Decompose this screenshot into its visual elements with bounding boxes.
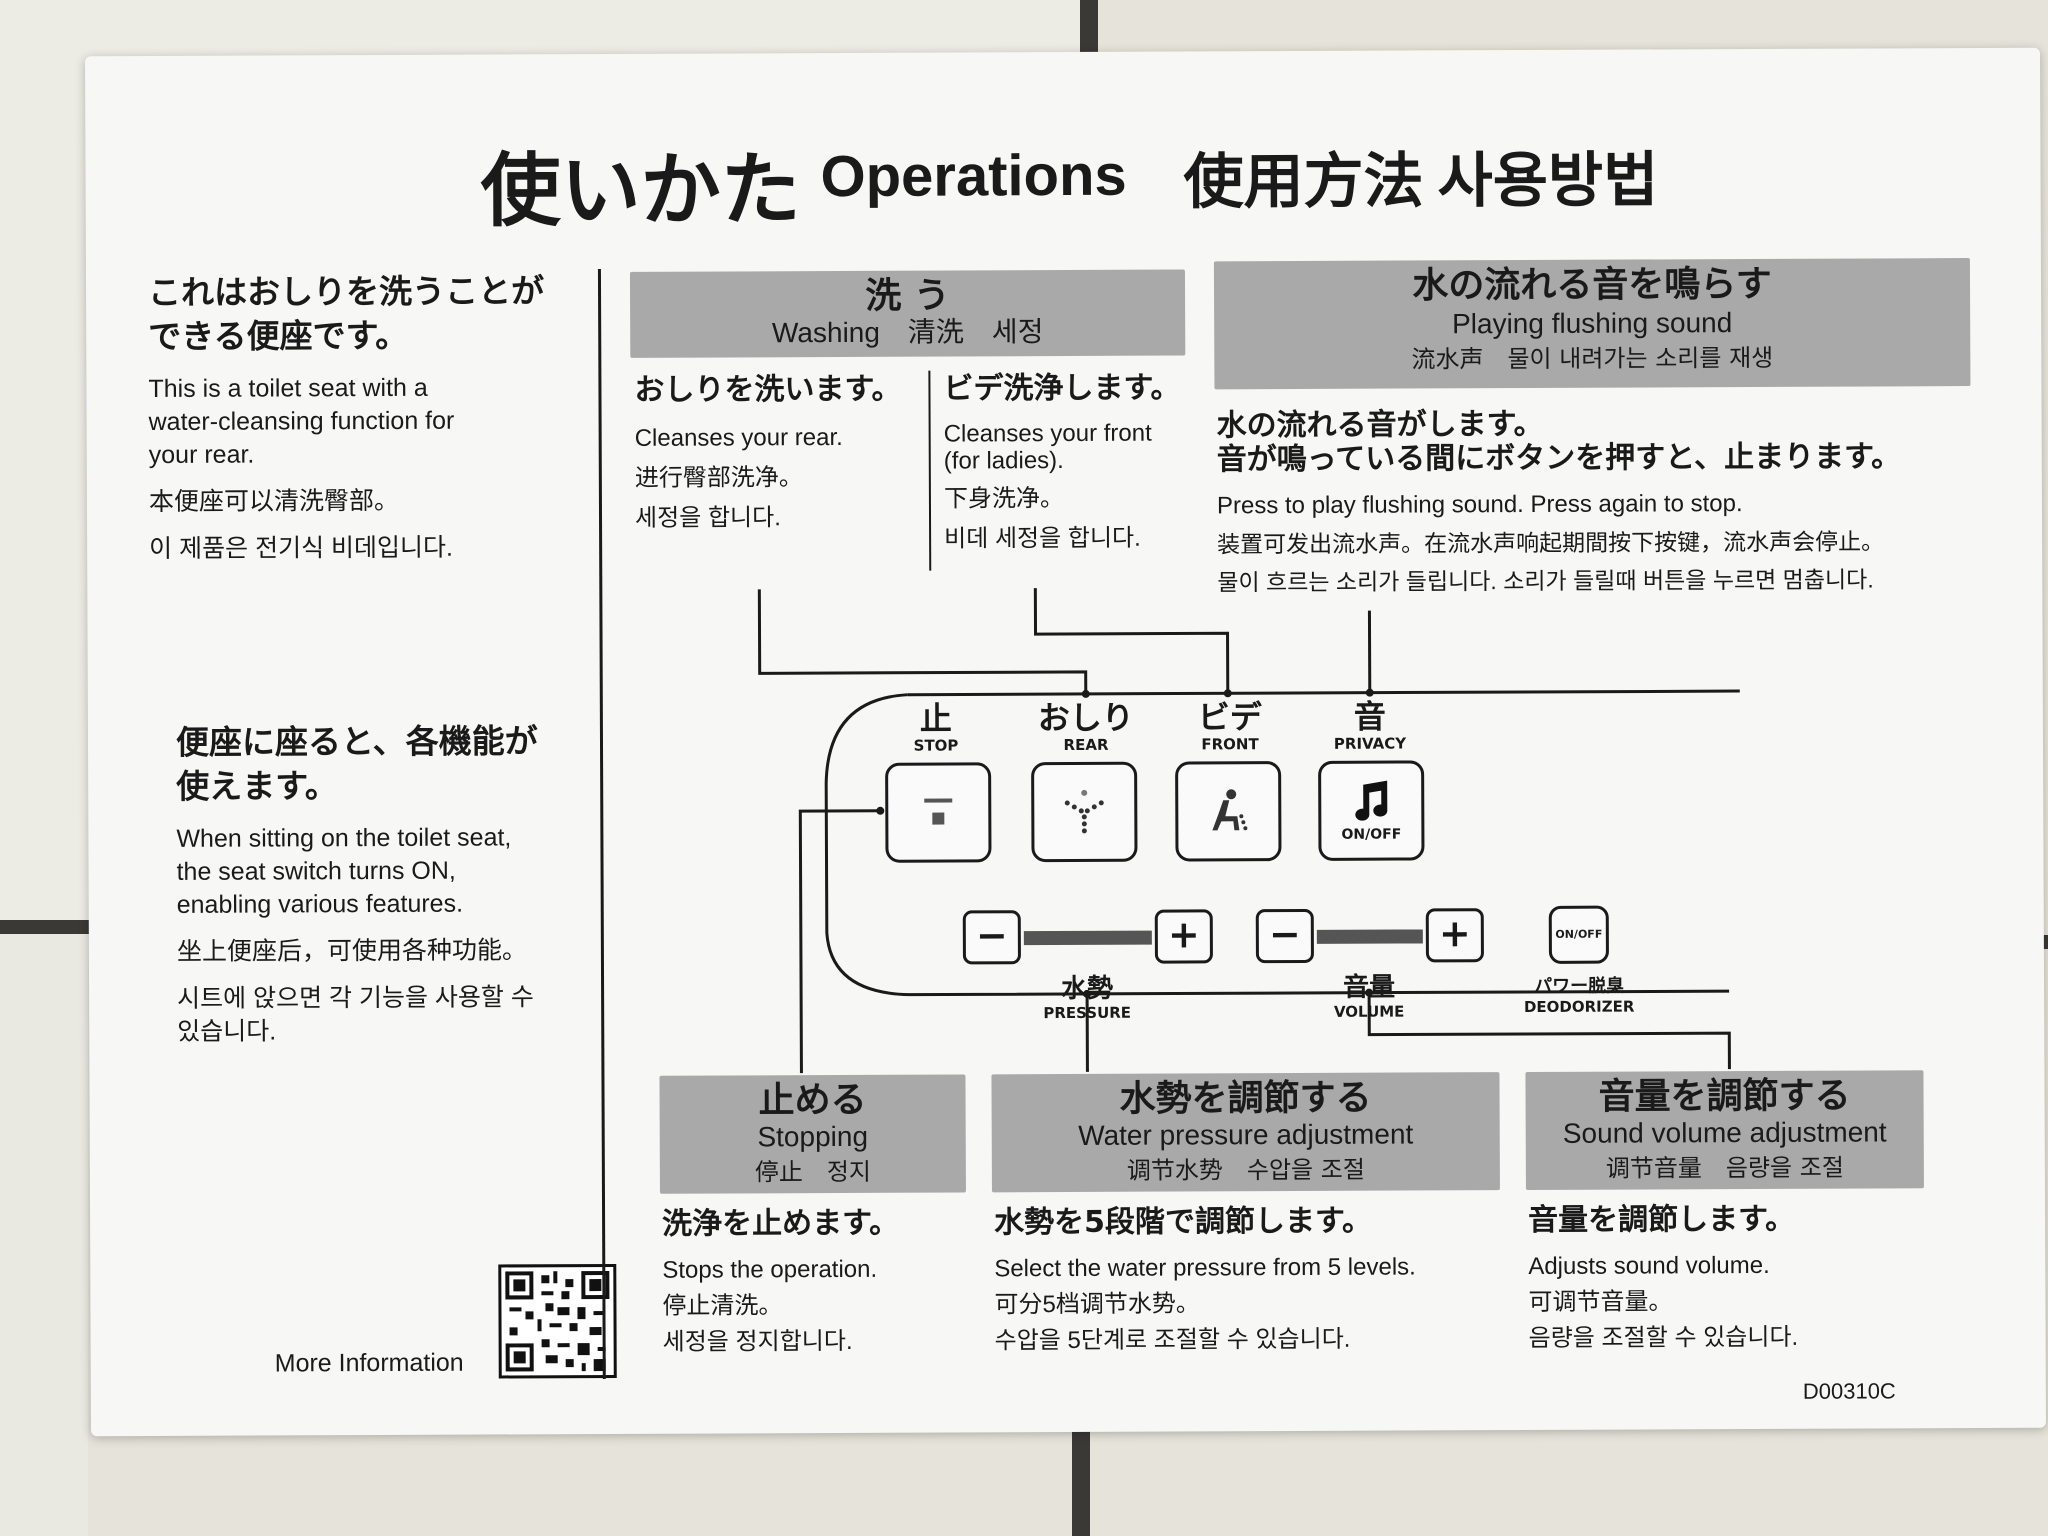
pressure-adjust-subtitle: 调节水势 수압을 조절 — [1126, 1155, 1365, 1185]
volume-adjust-text-en: Adjusts sound volume. — [1528, 1251, 1770, 1280]
connector-front — [1033, 588, 1230, 694]
front-button[interactable] — [1175, 761, 1282, 862]
music-note-icon — [1355, 780, 1388, 821]
front-wash-icon — [1212, 789, 1248, 831]
volume-adjust-text: 音量を調節します。 Adjusts sound volume. 可调节音量。 음… — [1528, 1200, 1929, 1356]
volume-adjust-subtitle: 调节音量 음량을 조절 — [1605, 1153, 1844, 1183]
connector-dot — [1081, 689, 1090, 698]
stopping-heading: 洗浄を止めます。 — [662, 1205, 900, 1242]
wall-grout — [1072, 1430, 1090, 1536]
volume-label-en: VOLUME — [1333, 1002, 1405, 1021]
front-label-ja: ビデ — [1197, 698, 1262, 737]
stop-button[interactable] — [885, 762, 992, 863]
connector-volume — [1367, 992, 1731, 1070]
product-code: D00310C — [1802, 1378, 1896, 1404]
pressure-adjust-text: 水勢を5段階で調節します。 Select the water pressure … — [994, 1202, 1495, 1358]
instruction-card: 使いかた Operations 使用方法 사용방법 これはおしりを洗うことが で… — [84, 47, 2047, 1437]
rear-button[interactable] — [1031, 761, 1138, 863]
connector-rear — [757, 589, 1088, 694]
volume-minus-button[interactable]: − — [1255, 908, 1314, 964]
privacy-label-ja: 音 — [1353, 697, 1386, 736]
pressure-bar — [1023, 930, 1152, 946]
privacy-button[interactable]: ON/OFF — [1318, 760, 1425, 861]
volume-adjust-text-ko: 음량을 조절할 수 있습니다. — [1528, 1323, 1799, 1352]
stop-icon — [924, 798, 953, 825]
pressure-adjust-header: 水勢を調節する Water pressure adjustment 调节水势 수… — [991, 1072, 1500, 1193]
wall-grout — [1080, 0, 1098, 60]
pressure-label: 水勢 PRESSURE — [1007, 974, 1167, 1023]
volume-adjust-text-zh: 可调节音量。 — [1528, 1288, 1673, 1316]
stopping-title: 止める — [758, 1079, 867, 1122]
panel-top-line — [907, 689, 1740, 697]
pressure-minus-button[interactable]: − — [962, 910, 1021, 965]
deodorizer-label: パワー脱臭 DEODORIZER — [1499, 975, 1659, 1016]
pressure-adjust-heading: 水勢を5段階で調節します。 — [994, 1203, 1373, 1241]
stopping-title-en: Stopping — [757, 1120, 869, 1153]
volume-adjust-title-en: Sound volume adjustment — [1562, 1116, 1887, 1149]
deodorizer-button[interactable]: ON/OFF — [1548, 905, 1609, 964]
pressure-label-ja: 水勢 — [1060, 973, 1114, 1005]
connector-stop — [798, 809, 881, 1074]
rear-label: おしり REAR — [1016, 698, 1156, 755]
volume-label: 音量 VOLUME — [1289, 972, 1449, 1021]
pressure-adjust-text-ko: 수압을 5단계로 조절할 수 있습니다. — [994, 1325, 1351, 1355]
stopping-subtitle: 停止 정지 — [754, 1157, 872, 1187]
volume-adjust-title: 音量を調節する — [1598, 1075, 1851, 1118]
rear-wash-icon — [1064, 789, 1104, 834]
volume-adjust-heading: 音量を調節します。 — [1528, 1201, 1796, 1238]
connector-dot — [1083, 989, 1092, 998]
stopping-text-en: Stops the operation. — [662, 1255, 878, 1284]
volume-adjust-header: 音量を調節する Sound volume adjustment 调节音量 음량을… — [1525, 1070, 1924, 1190]
connector-dot — [1365, 988, 1374, 997]
connector-lines — [757, 588, 1740, 1074]
pressure-adjust-text-en: Select the water pressure from 5 levels. — [994, 1253, 1416, 1283]
stop-label-ja: 止 — [919, 699, 952, 738]
pressure-label-en: PRESSURE — [1043, 1003, 1132, 1023]
pressure-adjust-title-en: Water pressure adjustment — [1078, 1118, 1414, 1151]
volume-label-ja: 音量 — [1342, 972, 1396, 1003]
stop-label: 止 STOP — [866, 699, 1006, 755]
panel-outline — [824, 693, 1730, 997]
stopping-text: 洗浄を止めます。 Stops the operation. 停止清洗。 세정을 … — [662, 1204, 963, 1359]
stopping-text-zh: 停止清洗。 — [662, 1292, 783, 1320]
connector-dot — [876, 806, 885, 815]
privacy-label: 音 PRIVACY — [1300, 698, 1440, 753]
rear-label-en: REAR — [1063, 735, 1109, 755]
privacy-onoff-label: ON/OFF — [1341, 826, 1402, 843]
connector-dot — [1365, 688, 1374, 697]
pressure-adjust-text-zh: 可分5档调节水势。 — [994, 1290, 1200, 1319]
privacy-label-en: PRIVACY — [1333, 734, 1407, 753]
pressure-plus-button[interactable]: + — [1154, 909, 1213, 964]
volume-bar — [1316, 929, 1423, 944]
volume-plus-button[interactable]: + — [1425, 908, 1484, 963]
rear-label-ja: おしり — [1037, 698, 1134, 738]
stopping-text-ko: 세정을 정지합니다. — [662, 1327, 853, 1356]
pressure-adjust-title: 水勢を調節する — [1119, 1077, 1372, 1120]
stopping-header: 止める Stopping 停止 정지 — [659, 1074, 966, 1194]
wall-tile — [0, 934, 88, 1536]
stop-label-en: STOP — [913, 736, 959, 755]
front-label-en: FRONT — [1201, 735, 1259, 754]
wall-grout — [0, 920, 100, 934]
deodorizer-label-en: DEODORIZER — [1523, 997, 1635, 1017]
front-label: ビデ FRONT — [1160, 698, 1300, 754]
deodorizer-label-ja: パワー脱臭 — [1534, 975, 1625, 997]
connector-dot — [1223, 689, 1232, 698]
